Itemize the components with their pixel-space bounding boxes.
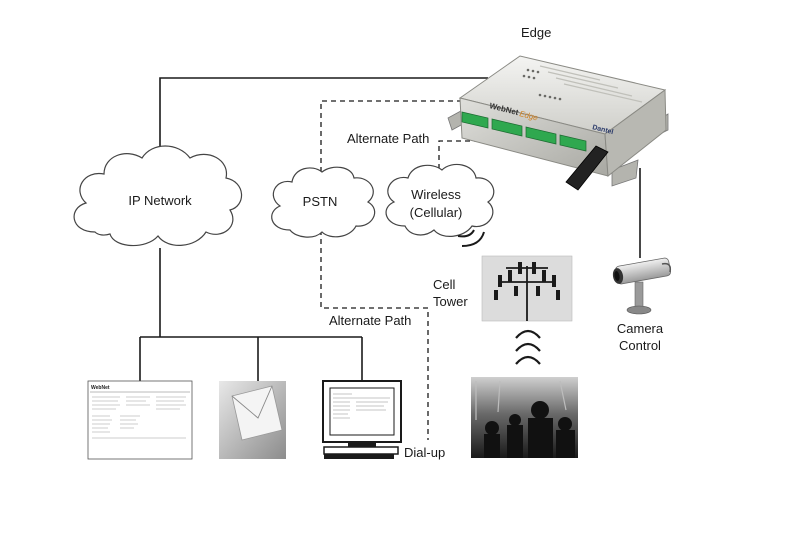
ip-network-label: IP Network bbox=[128, 193, 192, 208]
device-maker-text: Dantel bbox=[592, 124, 615, 136]
wireless-label-line1: Wireless bbox=[411, 187, 461, 202]
signal-arcs-wireless bbox=[457, 229, 485, 247]
edge-device: WebNet Edge Dantel bbox=[447, 55, 669, 191]
cell-tower-label-line2: Tower bbox=[433, 294, 468, 309]
wireless-cloud bbox=[385, 163, 495, 237]
pstn-to-dialup-dashed-line bbox=[320, 230, 429, 440]
email-envelope-image bbox=[219, 381, 286, 459]
alternate-path-top-label: Alternate Path bbox=[347, 131, 430, 146]
ip-network-cloud bbox=[73, 145, 243, 247]
solid-connections bbox=[139, 77, 641, 385]
signal-arcs-tower bbox=[515, 329, 541, 365]
camera-label-line1: Camera bbox=[616, 321, 664, 336]
dashed-connections bbox=[320, 100, 488, 440]
crowd-image bbox=[471, 377, 578, 458]
dialup-label: Dial-up bbox=[404, 445, 446, 460]
cell-tower-label-line1: Cell bbox=[433, 277, 456, 292]
pstn-cloud bbox=[271, 166, 376, 238]
report-logo-text: WebNet bbox=[91, 385, 110, 391]
edge-to-wireless-dashed-line bbox=[438, 140, 488, 174]
camera-label-line2: Control bbox=[619, 338, 661, 353]
computer-image bbox=[322, 380, 402, 459]
cell-tower-image bbox=[481, 255, 573, 322]
pstn-label: PSTN bbox=[302, 194, 338, 209]
edge-to-pstn-dashed-line bbox=[320, 100, 462, 182]
edge-to-ip-line bbox=[159, 77, 488, 150]
alternate-path-bottom-label: Alternate Path bbox=[329, 313, 412, 328]
report-document-image: WebNet bbox=[87, 380, 193, 460]
edge-label: Edge bbox=[521, 25, 552, 40]
wireless-label-line2: (Cellular) bbox=[409, 205, 463, 220]
camera-image bbox=[612, 257, 672, 315]
